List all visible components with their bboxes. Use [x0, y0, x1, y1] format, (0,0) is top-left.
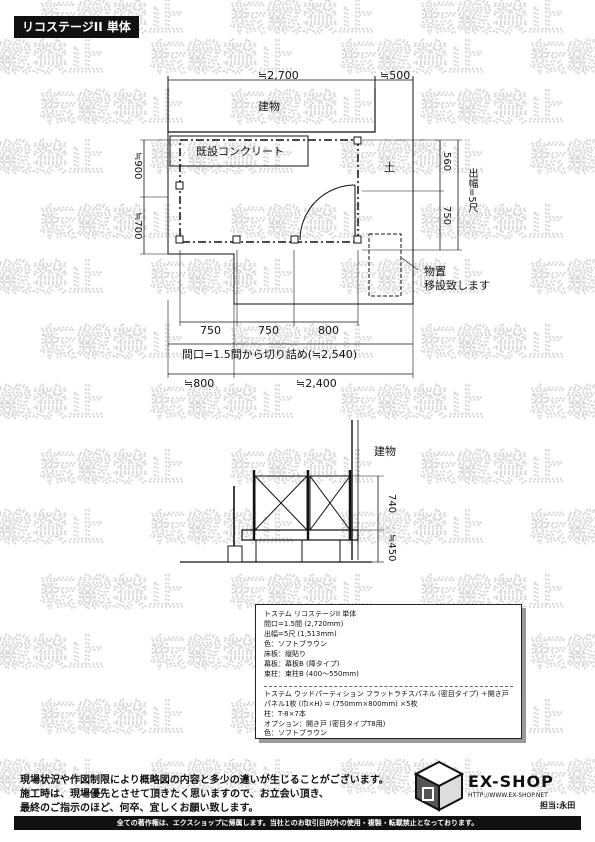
spec-line: トステム リコステージII 単体 [264, 610, 357, 618]
post [175, 181, 184, 190]
deck-floor [241, 529, 359, 541]
elevation-height-dim: 740 [386, 494, 397, 514]
spec-line: オプション：開き戸 (密目タイプT8用) [264, 720, 386, 728]
dim-bottom2-right: ≒2,400 [296, 377, 337, 390]
spec-line: 束柱：束柱B (400～550mm) [264, 670, 359, 678]
page-title: リコステージII 単体 [14, 16, 139, 38]
spec-line: 幕板：幕板B (障タイプ) [264, 660, 340, 668]
spec-divider [264, 686, 513, 687]
building-label: 建物 [258, 100, 280, 113]
dim-top-right: ≒500 [380, 69, 411, 82]
elevation-base-dim: ≒450 [386, 534, 397, 562]
step-block [227, 545, 243, 563]
logo-name: EX-SHOP [468, 772, 554, 791]
note-line: 最終のご指示のほど、何卒、宜しくお願い致します。 [20, 803, 259, 814]
spec-line: 色：ソフトブラウン [264, 640, 327, 648]
note-line: 現場状況や作図制限により概略図の内容と多少の違いが生じることがございます。 [20, 775, 389, 786]
post [290, 235, 299, 244]
spec-box: トステム リコステージII 単体 間口=1.5間 (2,720mm) 出幅=5尺… [255, 604, 522, 739]
door-swing [299, 184, 356, 241]
dim-bottom-3: 800 [318, 324, 339, 337]
spec-line: 柱：T-8×7本 [264, 710, 306, 718]
notes: 現場状況や作図制限により概略図の内容と多少の違いが生じることがございます。 施工… [20, 774, 389, 816]
post [232, 235, 241, 244]
dim-bottom-2: 750 [258, 324, 279, 337]
spec-line: 間口=1.5間 (2,720mm) [264, 620, 344, 628]
storage-note-2: 移設致します [424, 279, 490, 292]
spec-line: パネル1枚 (巾×H) = (750mm×800mm) ×5枚 [264, 700, 418, 708]
dim-left-lower: ≒700 [132, 212, 143, 240]
post [353, 235, 362, 244]
deck-outline [179, 139, 359, 243]
existing-concrete-box [169, 135, 309, 167]
site-line [167, 132, 414, 305]
spec-line: 床板：縦貼り [264, 650, 306, 658]
dim-right-upper: 560 [441, 152, 452, 172]
post [175, 235, 184, 244]
dim-top-width: ≒2,700 [258, 69, 299, 82]
post [353, 136, 362, 145]
dim-left-upper: ≒900 [132, 152, 143, 180]
site-line-right [362, 88, 376, 133]
spec-line: 色：ソフトブラウン [264, 729, 327, 737]
dim-bottom-1: 750 [200, 324, 221, 337]
soil-label: 土 [384, 161, 395, 174]
note-line: 施工時は、現場優先とさせて頂きたく思いますので、お立会い頂き、 [20, 789, 329, 800]
frontage-note: 間口=1.5間から切り詰め(≒2,540) [182, 348, 358, 361]
storage-note-1: 物置 [424, 265, 446, 278]
storage-box [368, 233, 402, 297]
footer-copyright: 全ての著作権は、エクスショップに帰属します。当社とのお取引目的外の使用・複製・転… [14, 816, 581, 830]
depth-label: 出幅=5尺 [466, 168, 477, 213]
exshop-logo-icon [414, 760, 464, 812]
elevation-building-label: 建物 [374, 445, 396, 458]
spec-line: トステム ウッドパーティション フラットラチスパネル (密目タイプ) ＋開き戸 [264, 690, 509, 698]
dim-right-lower: 750 [441, 206, 452, 226]
dim-bottom2-left: ≒800 [184, 377, 215, 390]
spec-line: 出幅=5尺 (1,513mm) [264, 630, 337, 638]
existing-concrete-label: 既設コンクリート [196, 145, 284, 158]
person-in-charge: 担当:永田 [540, 801, 576, 810]
logo-url: HTTP://WWW.EX-SHOP.NET [468, 792, 548, 799]
